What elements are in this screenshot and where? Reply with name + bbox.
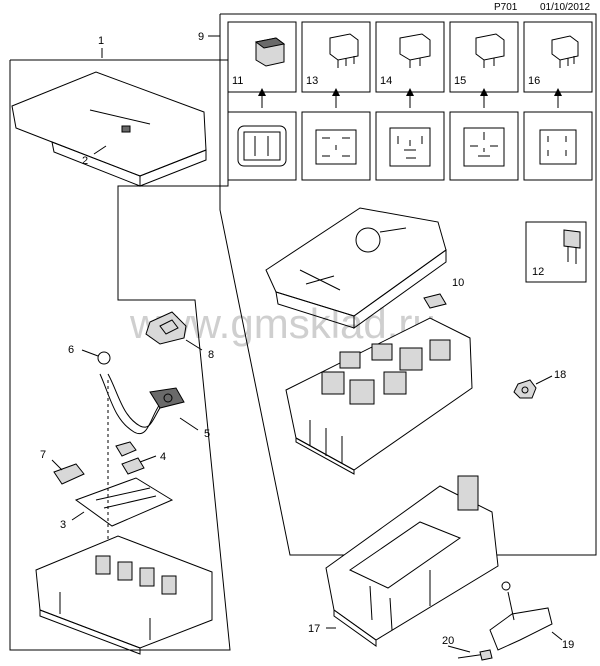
cable-5 bbox=[97, 351, 185, 435]
callout-10: 10 bbox=[452, 277, 464, 289]
bolt-20 bbox=[457, 649, 493, 661]
cover-clip bbox=[423, 293, 447, 309]
pinout-box-11 bbox=[227, 111, 297, 181]
bracket-19 bbox=[489, 581, 553, 651]
diagram-date: 01/10/2012 bbox=[540, 2, 591, 13]
fuse-box-cover bbox=[265, 207, 447, 329]
clip-7 bbox=[53, 463, 85, 485]
pinout-box-15 bbox=[449, 111, 519, 181]
busbar-3 bbox=[74, 477, 174, 527]
arrow-up-icon bbox=[258, 88, 562, 108]
nut-4 bbox=[115, 441, 145, 475]
pinout-11-icon bbox=[237, 125, 287, 167]
callout-8: 8 bbox=[208, 349, 214, 361]
callout-20: 20 bbox=[442, 635, 454, 647]
fuse-box-lower bbox=[325, 475, 499, 647]
relay-14-icon bbox=[399, 33, 431, 68]
base-cover-2 bbox=[11, 71, 207, 187]
relay-11-icon bbox=[254, 37, 286, 67]
callout-15: 15 bbox=[454, 75, 466, 87]
callout-1: 1 bbox=[98, 35, 104, 47]
pinout-15-icon bbox=[463, 127, 505, 167]
callout-19: 19 bbox=[562, 639, 574, 651]
relay-15-icon bbox=[475, 33, 505, 68]
callout-11: 11 bbox=[232, 75, 243, 87]
fuse-box-12 bbox=[525, 221, 587, 283]
pinout-box-14 bbox=[375, 111, 445, 181]
page-code: P701 bbox=[494, 2, 518, 13]
callout-4: 4 bbox=[160, 451, 166, 463]
callout-5: 5 bbox=[204, 428, 210, 440]
relay-16-icon bbox=[551, 35, 579, 68]
callout-13: 13 bbox=[306, 75, 318, 87]
relay-panel: 11 13 14 15 16 bbox=[227, 21, 593, 181]
callout-17: 17 bbox=[308, 623, 320, 635]
pinout-14-icon bbox=[389, 127, 431, 167]
callout-3: 3 bbox=[60, 519, 66, 531]
callout-6: 6 bbox=[68, 344, 74, 356]
relay-13-icon bbox=[329, 33, 359, 68]
clip-8 bbox=[145, 311, 187, 345]
mini-fuse-icon bbox=[563, 229, 581, 264]
callout-9: 9 bbox=[198, 31, 204, 43]
fuse-block-upper bbox=[285, 317, 473, 475]
callout-7: 7 bbox=[40, 449, 46, 461]
nut-18 bbox=[513, 379, 537, 399]
pinout-13-icon bbox=[315, 129, 357, 165]
pinout-16-icon bbox=[539, 129, 577, 165]
pinout-box-13 bbox=[301, 111, 371, 181]
callout-12: 12 bbox=[532, 266, 544, 278]
callout-14: 14 bbox=[380, 75, 392, 87]
callout-2: 2 bbox=[82, 155, 88, 167]
callout-16: 16 bbox=[528, 75, 540, 87]
callout-18: 18 bbox=[554, 369, 566, 381]
base-module bbox=[35, 535, 213, 655]
pinout-box-16 bbox=[523, 111, 593, 181]
